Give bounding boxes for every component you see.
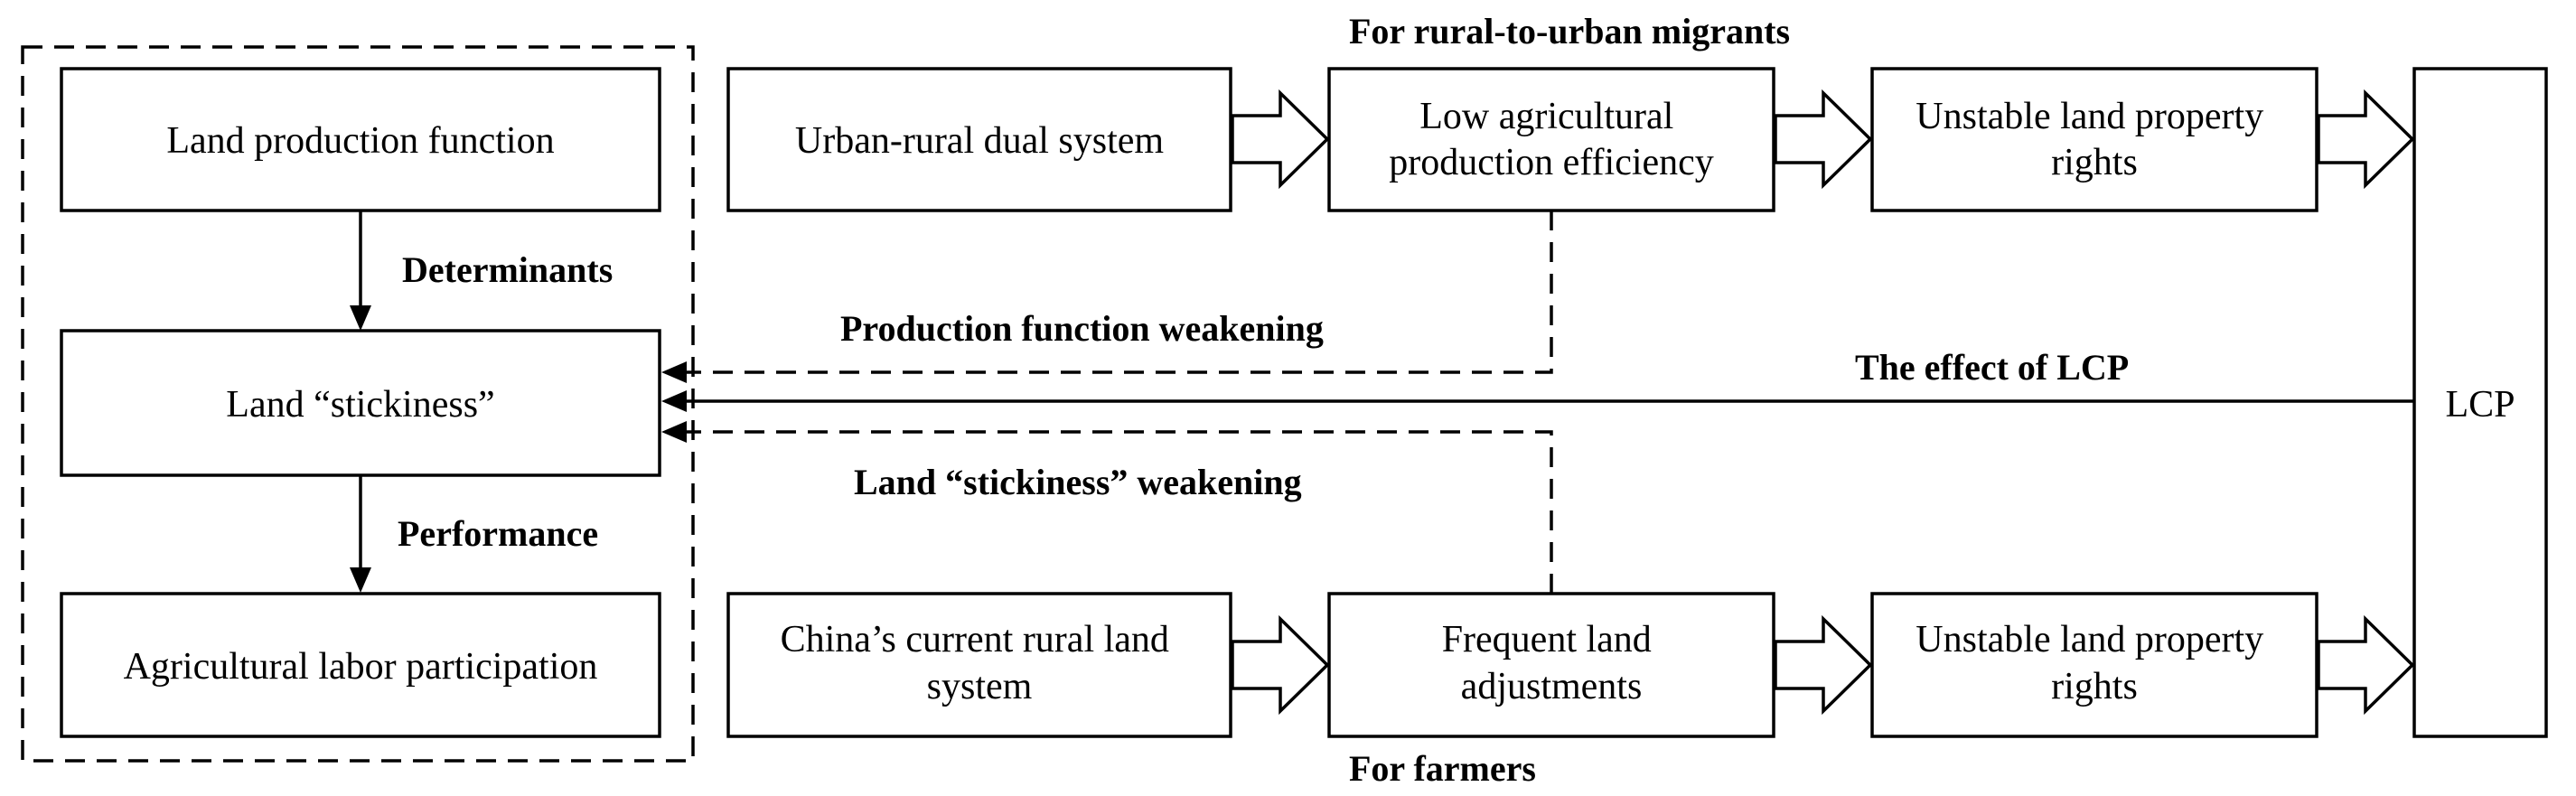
svg-text:Unstable land property r: Unstable land property rights [1916, 96, 2272, 183]
label-determinants: Determinants [402, 249, 613, 290]
box-frequent-land-adjustments: Frequent land adjustments [1327, 592, 1775, 738]
determinants-arrow [350, 211, 371, 331]
label-performance: Performance [398, 513, 598, 554]
box-low-efficiency-line-2: production efficiency [1389, 142, 1714, 183]
box-unstable-rights-top: Unstable land property rights [1870, 67, 2318, 212]
box-land-stickiness-line: Land “stickiness” [226, 384, 494, 426]
stickiness-weakening-connector [661, 421, 1553, 594]
fat-arrow-top-1 [1231, 89, 1330, 190]
box-lcp: LCP [2412, 67, 2548, 738]
svg-text:Low agricultural product: Low agricultural production efficiency [1389, 96, 1714, 183]
box-low-agricultural-efficiency: Low agricultural production efficiency [1327, 67, 1775, 212]
box-land-production-function: Land production function [60, 67, 661, 212]
box-china-rural-land-system: China’s current rural land system [726, 592, 1232, 738]
box-low-efficiency-line-1: Low agricultural [1419, 96, 1673, 137]
svg-text:LCP: LCP [2445, 384, 2515, 426]
label-production-weakening: Production function weakening [840, 308, 1324, 349]
svg-text:Agricultural labor participati: Agricultural labor participation [124, 646, 598, 688]
box-unstable-top-line-2: rights [2051, 142, 2138, 183]
label-effect-of-lcp: The effect of LCP [1855, 347, 2129, 388]
label-for-farmers: For farmers [1349, 748, 1536, 789]
fat-arrow-top-3 [2317, 89, 2415, 190]
box-china-line-1: China’s current rural land [781, 619, 1169, 660]
svg-text:Land “stickiness”: Land “stickiness” [226, 384, 494, 426]
box-urban-rural-line: Urban-rural dual system [795, 120, 1165, 162]
box-unstable-bottom-line-2: rights [2051, 666, 2138, 707]
box-urban-rural-dual-system: Urban-rural dual system [726, 67, 1232, 212]
svg-text:Unstable land property r: Unstable land property rights [1916, 619, 2272, 707]
box-frequent-line-1: Frequent land [1442, 619, 1652, 660]
box-frequent-line-2: adjustments [1461, 666, 1643, 707]
production-weakening-connector [661, 211, 1553, 383]
left-group-dashed-frame [21, 45, 695, 763]
fat-arrow-bottom-2 [1774, 614, 1873, 716]
box-land-production-function-line: Land production function [166, 120, 554, 162]
performance-arrow [350, 475, 371, 593]
fat-arrow-bottom-1 [1231, 614, 1330, 716]
svg-text:Urban-rural dual system: Urban-rural dual system [795, 120, 1165, 162]
box-agricultural-labor-line: Agricultural labor participation [124, 646, 598, 688]
box-lcp-line: LCP [2445, 384, 2515, 426]
svg-text:China’s current rural land: China’s current rural land system [781, 619, 1179, 707]
lcp-effect-arrow [661, 390, 2414, 412]
svg-text:Land production function: Land production function [166, 120, 554, 162]
box-agricultural-labor-participation: Agricultural labor participation [60, 592, 661, 738]
fat-arrow-bottom-3 [2317, 614, 2415, 716]
svg-text:Frequent land adjustment: Frequent land adjustments [1442, 619, 1662, 707]
box-unstable-rights-bottom: Unstable land property rights [1870, 592, 2318, 738]
box-unstable-bottom-line-1: Unstable land property [1916, 619, 2263, 660]
box-unstable-top-line-1: Unstable land property [1916, 96, 2263, 137]
fat-arrow-top-2 [1774, 89, 1873, 190]
label-stickiness-weakening: Land “stickiness” weakening [854, 462, 1302, 502]
box-china-line-2: system [927, 666, 1033, 707]
box-land-stickiness: Land “stickiness” [60, 329, 661, 477]
label-for-migrants: For rural-to-urban migrants [1349, 11, 1790, 52]
